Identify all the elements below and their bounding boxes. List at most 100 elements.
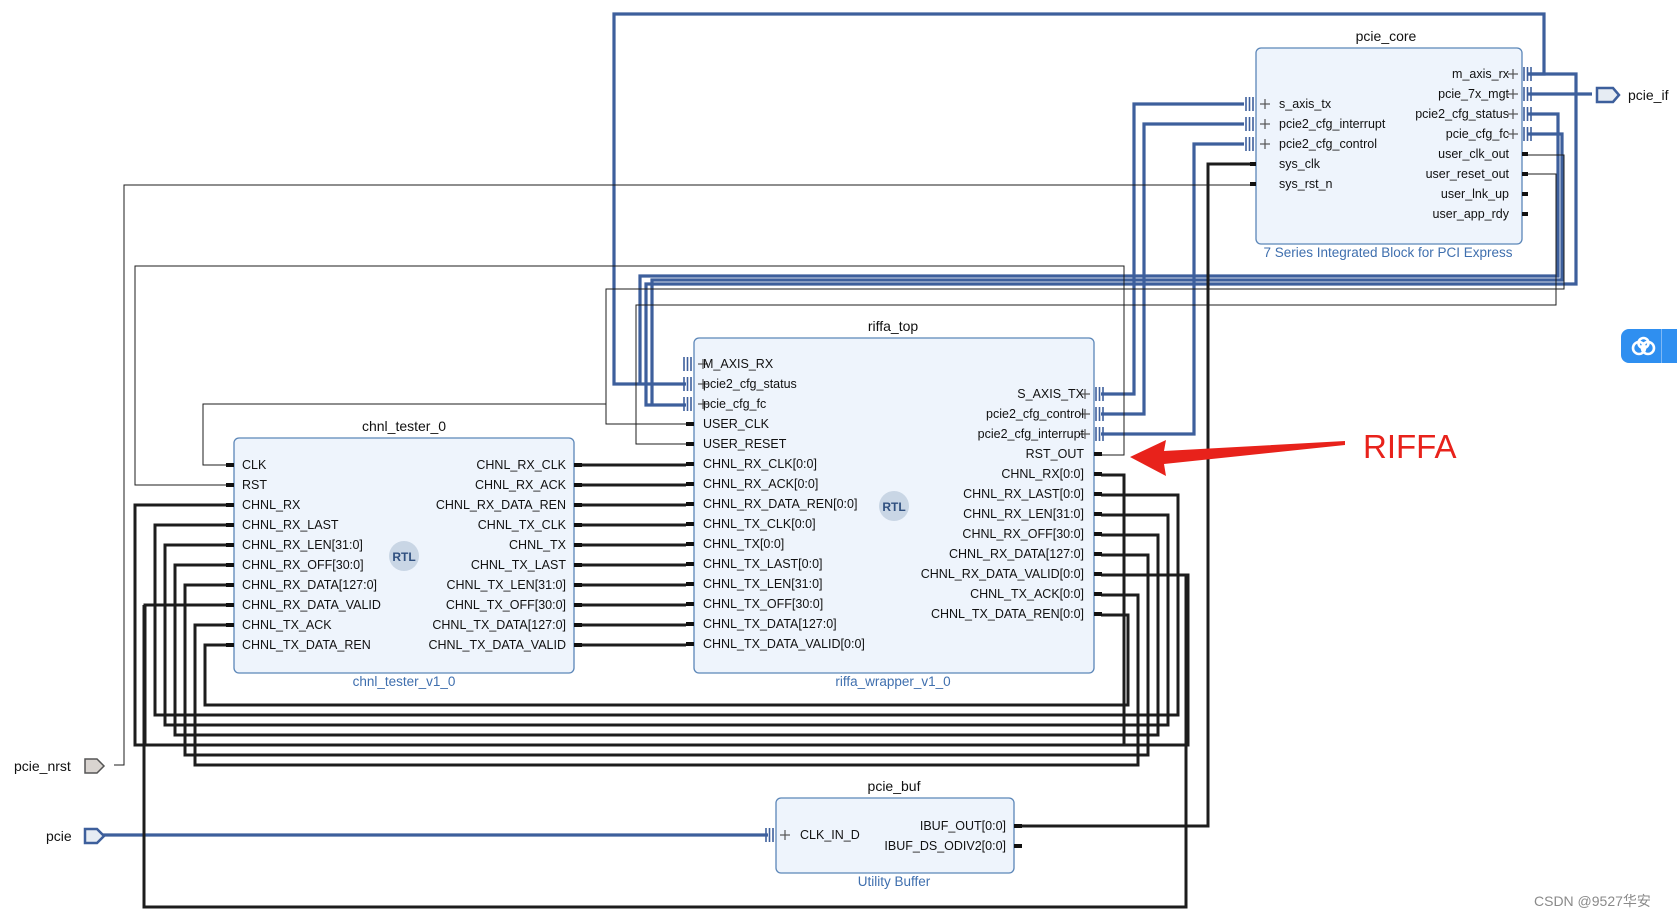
port-label: CHNL_TX[0:0] [703,537,784,551]
port[interactable]: user_reset_out [1426,167,1528,181]
port[interactable]: IBUF_DS_ODIV2[0:0] [884,839,1022,853]
port-label: CHNL_RX_OFF[30:0] [962,527,1084,541]
port[interactable]: USER_RESET [686,437,787,451]
port[interactable]: s_axis_tx [1245,97,1332,111]
port[interactable]: CHNL_TX_ACK [226,618,332,632]
port[interactable]: CHNL_RX_OFF[30:0] [226,558,364,572]
port-label: CHNL_RX_LAST[0:0] [963,487,1084,501]
port-label: IBUF_DS_ODIV2[0:0] [884,839,1006,853]
port[interactable]: pcie2_cfg_interrupt [1245,117,1386,131]
block-pcie-core[interactable]: pcie_core 7 Series Integrated Block for … [1245,28,1532,260]
port-label: user_clk_out [1438,147,1509,161]
port[interactable]: CHNL_RX [226,498,301,512]
port[interactable]: CHNL_RX_DATA_REN[0:0] [686,497,857,511]
port[interactable]: pcie_7x_mgt [1438,87,1532,101]
port[interactable]: CHNL_RX_OFF[30:0] [962,527,1102,541]
port[interactable]: IBUF_OUT[0:0] [920,819,1022,833]
port-label: pcie2_cfg_control [1279,137,1377,151]
port[interactable]: pcie_cfg_fc [1446,127,1532,141]
port-label: CHNL_RX_DATA[127:0] [242,578,377,592]
port[interactable]: CHNL_RX_DATA_VALID [226,598,381,612]
port-label: CHNL_RX_LEN[31:0] [242,538,363,552]
port[interactable]: CHNL_TX_LAST [471,558,582,572]
port[interactable]: RST_OUT [1026,447,1102,461]
port-label: CHNL_RX_DATA_VALID [242,598,381,612]
port[interactable]: CHNL_TX_CLK [478,518,582,532]
port[interactable]: CHNL_TX_DATA_VALID [428,638,582,652]
port[interactable]: user_clk_out [1438,147,1528,161]
port[interactable]: CHNL_RX_CLK [476,458,582,472]
port[interactable]: CHNL_TX_ACK[0:0] [970,587,1102,601]
port[interactable]: CLK_IN_D [765,828,860,842]
port[interactable]: CHNL_RX_ACK [475,478,582,492]
external-port-pcie[interactable]: pcie [46,827,106,845]
port-label: pcie_7x_mgt [1438,87,1509,101]
port-label: CHNL_TX_DATA[127:0] [703,617,837,631]
side-cloud-widget[interactable] [1621,329,1677,363]
port[interactable]: CHNL_TX_DATA[127:0] [686,617,837,631]
port[interactable]: USER_CLK [686,417,770,431]
port-label: CHNL_TX_DATA_REN[0:0] [931,607,1084,621]
port[interactable]: user_app_rdy [1433,207,1528,221]
port[interactable]: pcie2_cfg_status [1415,107,1532,121]
port[interactable]: pcie_cfg_fc [683,397,766,411]
port[interactable]: CHNL_RX_DATA[127:0] [226,578,377,592]
port[interactable]: CHNL_TX_DATA_REN [226,638,371,652]
port[interactable]: pcie2_cfg_status [683,377,797,391]
port[interactable]: CHNL_RX_CLK[0:0] [686,457,817,471]
port-label: CHNL_RX [242,498,301,512]
external-port-pcie-nrst[interactable]: pcie_nrst [14,758,106,774]
port[interactable]: CHNL_RX[0:0] [1001,467,1102,481]
port[interactable]: sys_rst_n [1250,177,1333,191]
port[interactable]: pcie2_cfg_interrupt [978,427,1104,441]
port-label: M_AXIS_RX [703,357,774,371]
port-label: CHNL_TX_CLK[0:0] [703,517,816,531]
bus-wires [101,12,1592,837]
block-riffa-top[interactable]: riffa_top riffa_wrapper_v1_0 RTL M_AXIS_… [683,318,1104,689]
port[interactable]: CHNL_RX_LAST[0:0] [963,487,1102,501]
port[interactable]: CHNL_TX_LEN[31:0] [686,577,823,591]
block-pcie-buf[interactable]: pcie_buf Utility Buffer CLK_IN_DIBUF_OUT… [765,778,1022,889]
port-label: RST_OUT [1026,447,1085,461]
port[interactable]: CHNL_TX_DATA_VALID[0:0] [686,637,865,651]
port[interactable]: m_axis_rx [1452,67,1532,81]
port[interactable]: M_AXIS_RX [683,357,774,371]
port[interactable]: CHNL_TX_DATA_REN[0:0] [931,607,1102,621]
port[interactable]: user_lnk_up [1441,187,1528,201]
port[interactable]: RST [226,478,267,492]
port[interactable]: CHNL_TX_DATA[127:0] [432,618,582,632]
port[interactable]: CLK [226,458,267,472]
port[interactable]: sys_clk [1250,157,1321,171]
external-port-pcie-if[interactable]: pcie_if [1595,86,1669,104]
port[interactable]: CHNL_TX_OFF[30:0] [446,598,582,612]
watermark: CSDN @9527华安 [1534,893,1651,909]
port-label: IBUF_OUT[0:0] [920,819,1006,833]
port[interactable]: CHNL_TX_LEN[31:0] [446,578,582,592]
port-label: CHNL_TX [509,538,567,552]
port[interactable]: CHNL_RX_ACK[0:0] [686,477,818,491]
block-chnl-tester-0[interactable]: chnl_tester_0 chnl_tester_v1_0 RTL CLKRS… [226,418,582,689]
port[interactable]: CHNL_RX_DATA[127:0] [949,547,1102,561]
port-label: CLK [242,458,267,472]
port[interactable]: CHNL_TX_LAST[0:0] [686,557,823,571]
port[interactable]: CHNL_TX[0:0] [686,537,784,551]
port-label: pcie_cfg_fc [1446,127,1509,141]
port-label: CHNL_TX_DATA_VALID [428,638,566,652]
pcie-label: pcie [46,828,72,844]
port[interactable]: CHNL_RX_LEN[31:0] [226,538,363,552]
port[interactable]: CHNL_RX_LAST [226,518,339,532]
port-label: CHNL_TX_OFF[30:0] [703,597,823,611]
port[interactable]: pcie2_cfg_control [986,407,1104,421]
port[interactable]: pcie2_cfg_control [1245,137,1377,151]
port-label: CHNL_RX_LEN[31:0] [963,507,1084,521]
port[interactable]: CHNL_RX_LEN[31:0] [963,507,1102,521]
port[interactable]: CHNL_RX_DATA_VALID[0:0] [921,567,1102,581]
port-label: CHNL_RX_DATA_VALID[0:0] [921,567,1084,581]
port-label: pcie2_cfg_status [703,377,797,391]
port[interactable]: CHNL_RX_DATA_REN [436,498,582,512]
port[interactable]: CHNL_TX [509,538,582,552]
port[interactable]: S_AXIS_TX [1017,387,1104,401]
port[interactable]: CHNL_TX_CLK[0:0] [686,517,816,531]
port-label: pcie2_cfg_status [1415,107,1509,121]
port[interactable]: CHNL_TX_OFF[30:0] [686,597,823,611]
